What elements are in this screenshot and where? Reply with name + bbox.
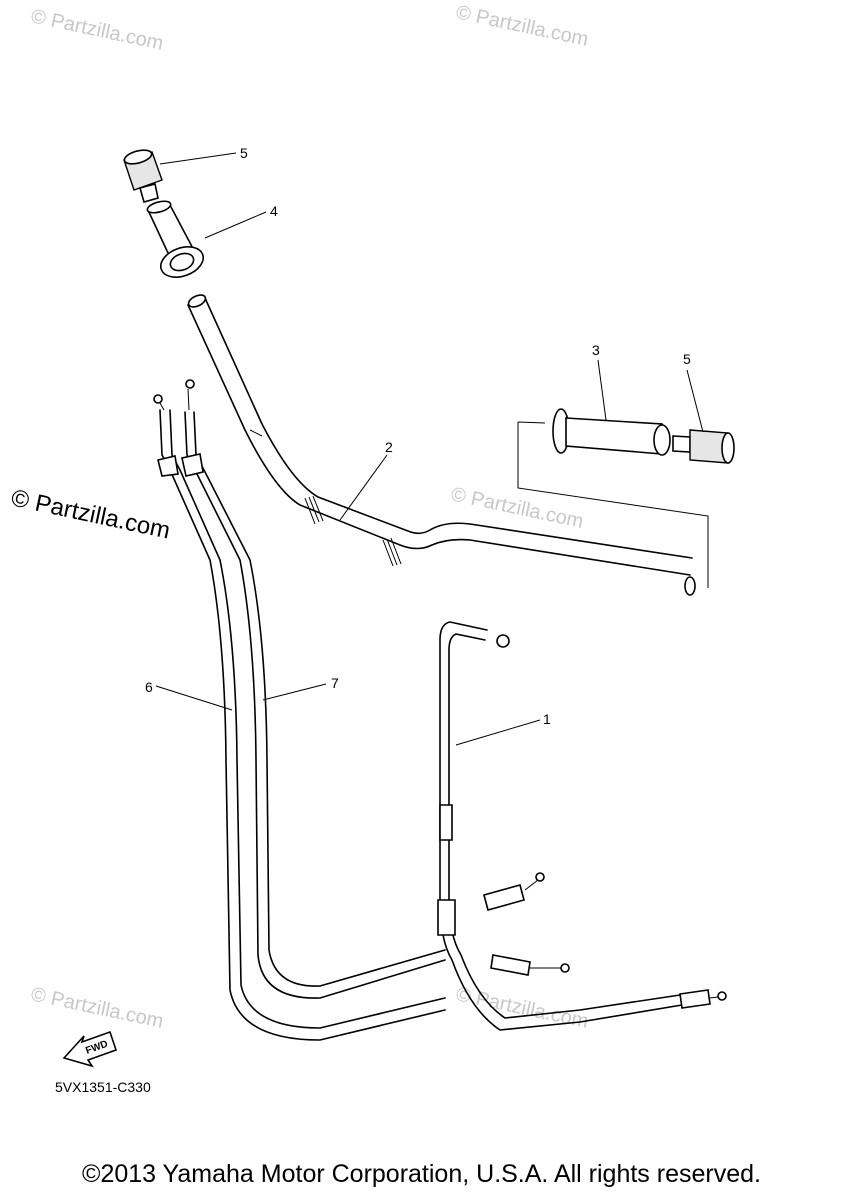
watermark-top-left: © Partzilla.com — [29, 5, 165, 55]
grip-end-left — [123, 149, 163, 203]
diagram-code: 5VX1351-C330 — [55, 1079, 151, 1095]
watermark-bottom-left: © Partzilla.com — [29, 983, 165, 1033]
watermark-mid-right: © Partzilla.com — [449, 483, 585, 533]
callout-4: 4 — [270, 203, 278, 219]
leader-lines — [155, 152, 704, 746]
callout-6: 6 — [145, 679, 153, 695]
cable-1 — [437, 621, 727, 1031]
grip-end-right — [672, 429, 735, 464]
cables-6-7 — [153, 379, 446, 1041]
handlebar — [187, 294, 696, 596]
callout-2: 2 — [385, 439, 393, 455]
callout-7: 7 — [331, 675, 339, 691]
callout-3: 3 — [592, 342, 600, 358]
callout-5-right: 5 — [683, 351, 691, 367]
callout-5-left: 5 — [240, 145, 248, 161]
fwd-arrow-icon: FWD — [62, 1030, 118, 1068]
watermark-top-right: © Partzilla.com — [454, 1, 590, 51]
copyright-notice: ©2013 Yamaha Motor Corporation, U.S.A. A… — [82, 1160, 761, 1188]
left-grip — [146, 200, 205, 278]
watermark-main: © Partzilla.com — [9, 484, 173, 544]
callout-1: 1 — [543, 711, 551, 727]
right-grip — [552, 408, 671, 456]
right-grip-bracket — [517, 422, 709, 588]
watermark-bottom-right: © Partzilla.com — [454, 983, 590, 1033]
